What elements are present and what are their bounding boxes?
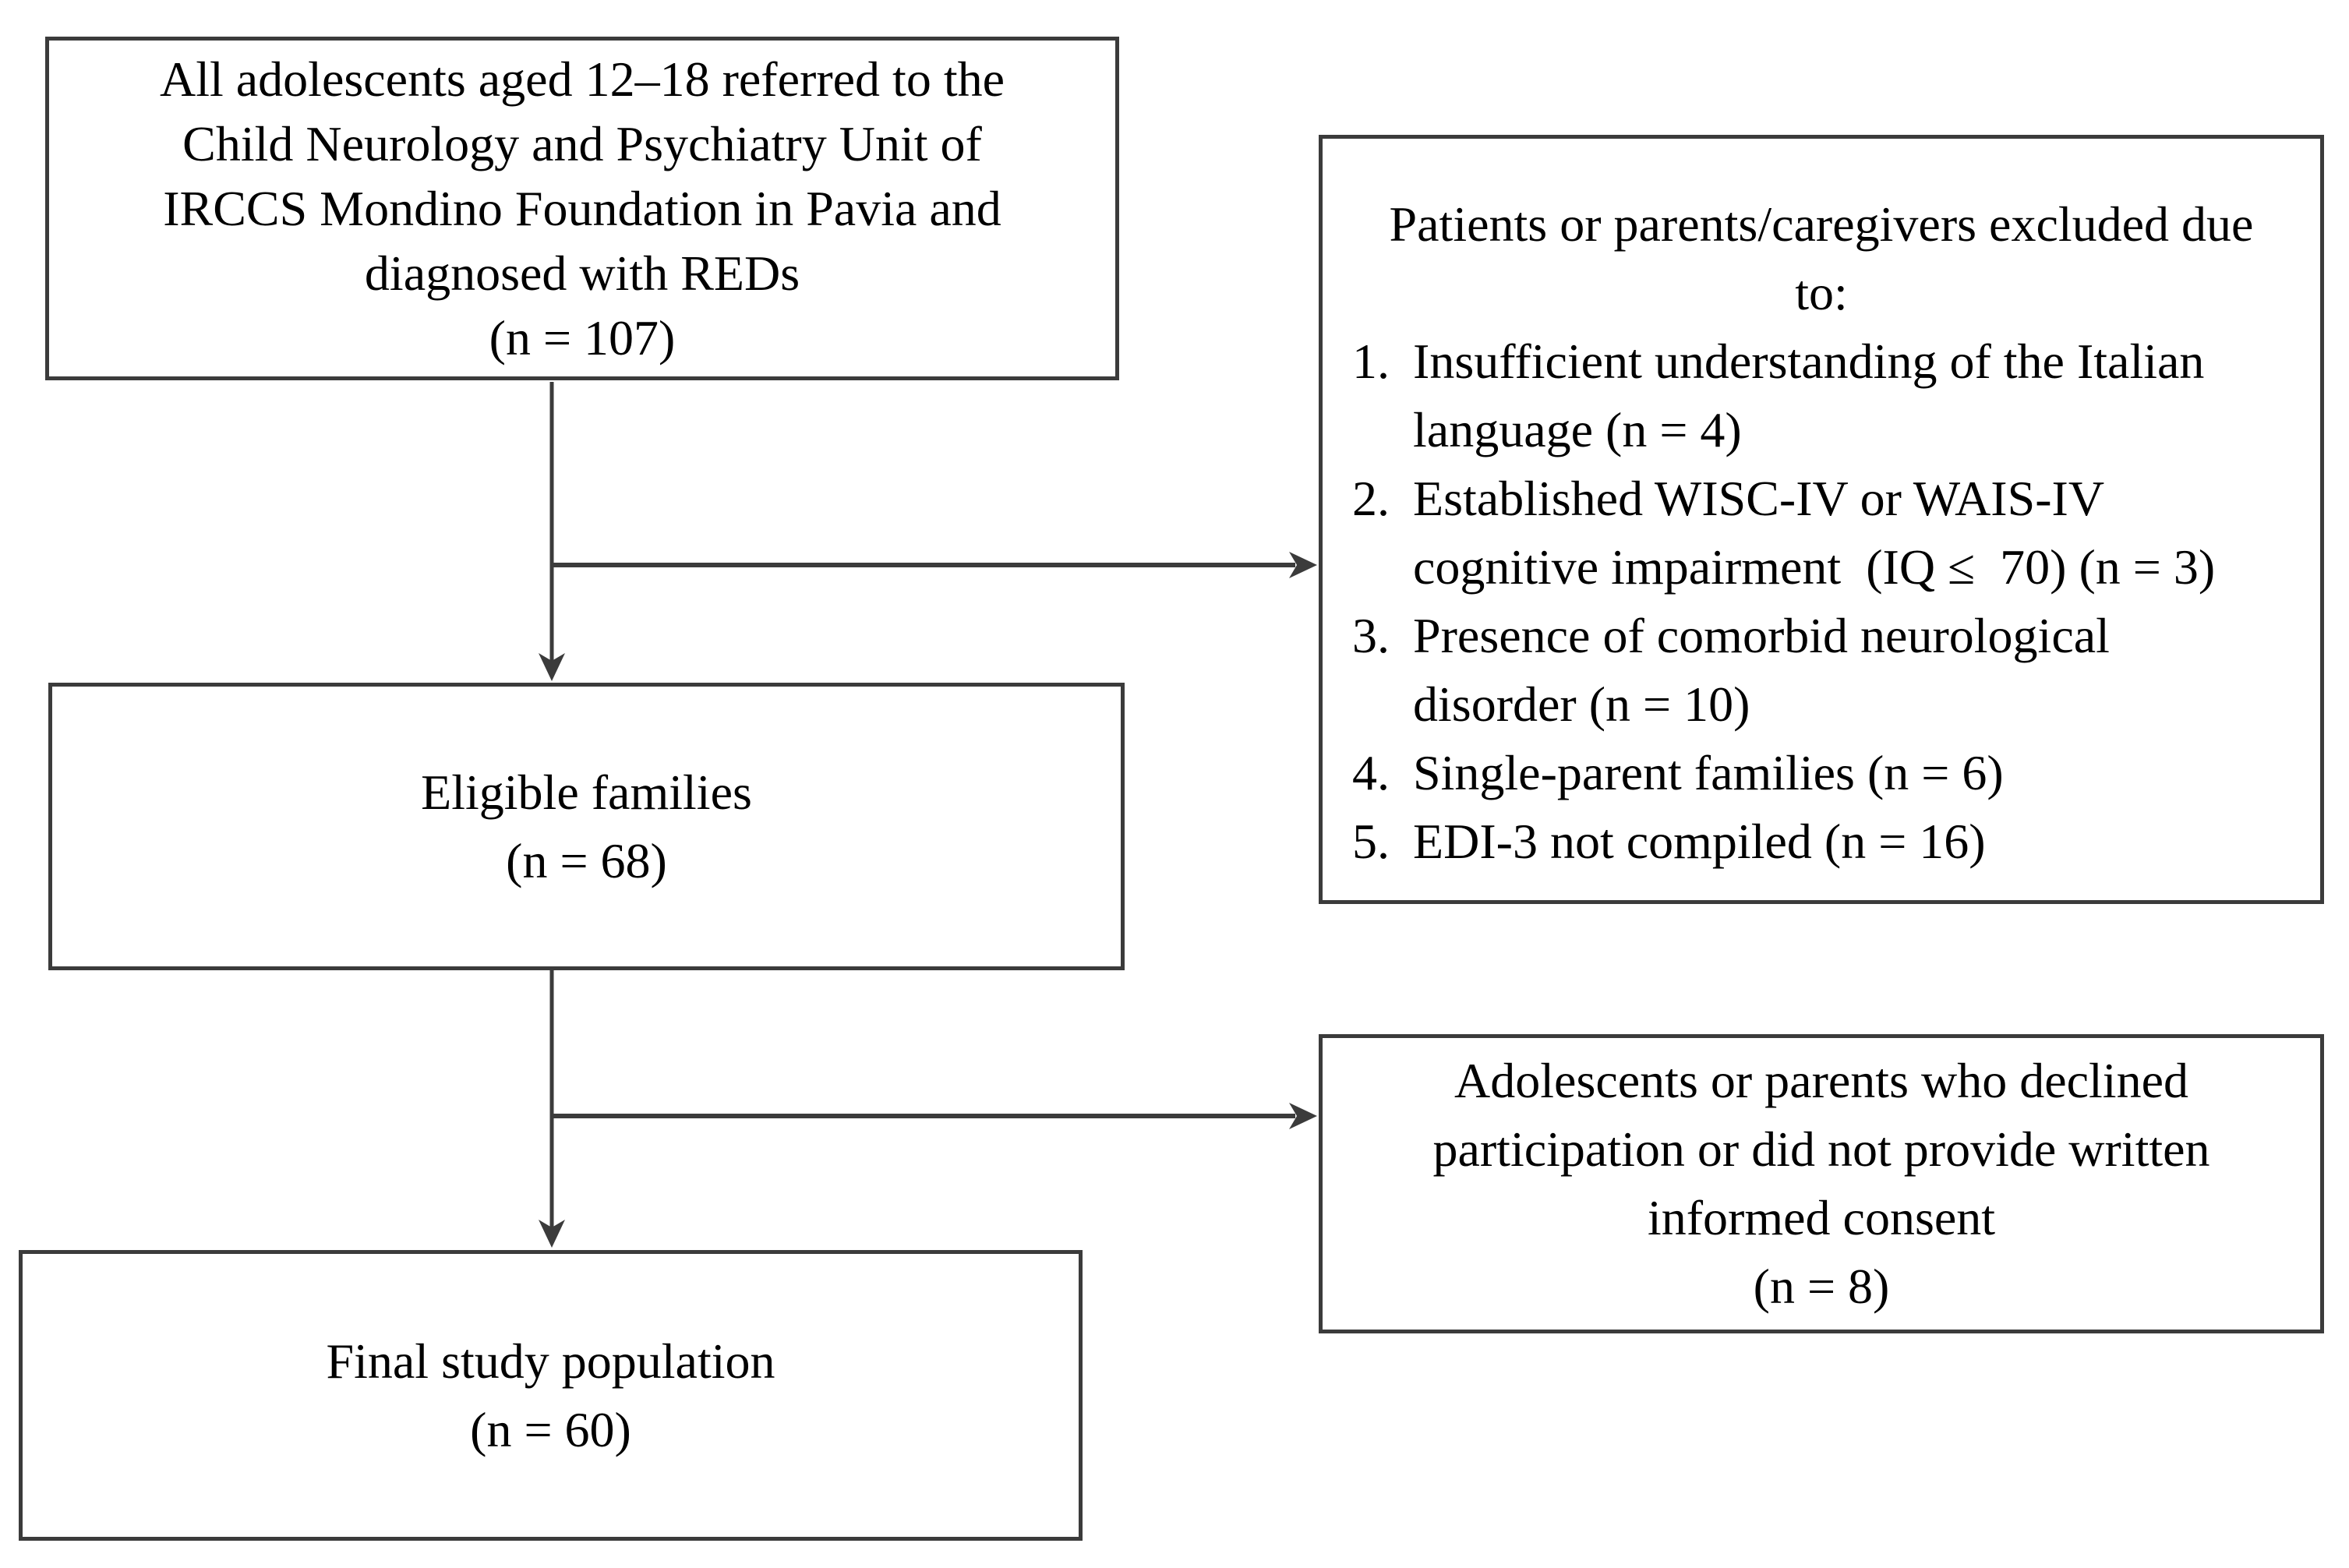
- excluded-item-text: Insufficient understanding of the Italia…: [1413, 327, 2320, 464]
- excluded-item: 5. EDI-3 not compiled (n = 16): [1352, 807, 2320, 876]
- box-final-population: Final study population (n = 60): [19, 1250, 1083, 1541]
- excluded-item-number: 5.: [1352, 814, 1390, 869]
- box-eligible-families: Eligible families (n = 68): [48, 683, 1125, 970]
- excluded-item-line: disorder (n = 10): [1413, 676, 1750, 732]
- referred-text-line: Child Neurology and Psychiatry Unit of: [182, 116, 982, 171]
- declined-text-line: participation or did not provide written: [1432, 1121, 2210, 1177]
- excluded-item-number: 2.: [1352, 471, 1390, 526]
- excluded-heading-line: to:: [1795, 265, 1848, 320]
- excluded-item-line: Presence of comorbid neurological: [1413, 608, 2110, 663]
- excluded-item-line: Single-parent families (n = 6): [1413, 745, 2004, 800]
- declined-count: (n = 8): [1753, 1259, 1890, 1314]
- arrow-to-declined-head: [1289, 1103, 1317, 1129]
- excluded-item-line: Established WISC-IV or WAIS-IV: [1413, 471, 2105, 526]
- excluded-item: 2. Established WISC-IV or WAIS-IV cognit…: [1352, 464, 2320, 602]
- excluded-item: 4. Single-parent families (n = 6): [1352, 739, 2320, 807]
- excluded-list: 1. Insufficient understanding of the Ita…: [1323, 327, 2320, 876]
- excluded-heading: Patients or parents/caregivers excluded …: [1323, 190, 2320, 327]
- declined-text-line: informed consent: [1647, 1190, 1996, 1245]
- excluded-heading-line: Patients or parents/caregivers excluded …: [1389, 196, 2254, 252]
- eligible-text-line: Eligible families: [421, 764, 752, 820]
- excluded-item-text: Presence of comorbid neurological disord…: [1413, 602, 2320, 739]
- excluded-item: 1. Insufficient understanding of the Ita…: [1352, 327, 2320, 464]
- excluded-item-text: EDI-3 not compiled (n = 16): [1413, 807, 2320, 876]
- referred-count: (n = 107): [489, 310, 676, 366]
- referred-text-line: diagnosed with REDs: [364, 245, 800, 301]
- excluded-item-line: language (n = 4): [1413, 402, 1742, 457]
- excluded-item-number: 3.: [1352, 608, 1390, 663]
- box-excluded-reasons: Patients or parents/caregivers excluded …: [1319, 135, 2324, 904]
- excluded-item-line: EDI-3 not compiled (n = 16): [1413, 814, 1986, 869]
- excluded-item-number: 4.: [1352, 745, 1390, 800]
- box-referred-population: All adolescents aged 12–18 referred to t…: [45, 37, 1119, 380]
- referred-text-line: IRCCS Mondino Foundation in Pavia and: [163, 181, 1001, 236]
- excluded-item-text: Established WISC-IV or WAIS-IV cognitive…: [1413, 464, 2320, 602]
- excluded-item-line: Insufficient understanding of the Italia…: [1413, 334, 2205, 389]
- arrow-to-excluded-head: [1289, 552, 1317, 578]
- excluded-item: 3. Presence of comorbid neurological dis…: [1352, 602, 2320, 739]
- referred-text-line: All adolescents aged 12–18 referred to t…: [159, 51, 1005, 107]
- arrow-referred-to-eligible-head: [539, 653, 565, 681]
- eligible-count: (n = 68): [506, 832, 667, 888]
- arrow-eligible-to-final-head: [539, 1220, 565, 1248]
- excluded-item-text: Single-parent families (n = 6): [1413, 739, 2320, 807]
- final-text-line: Final study population: [326, 1333, 775, 1389]
- final-count: (n = 60): [470, 1401, 631, 1457]
- box-declined-participation: Adolescents or parents who declined part…: [1319, 1034, 2324, 1333]
- excluded-item-line: cognitive impairment (IQ ≤ 70) (n = 3): [1413, 539, 2216, 595]
- excluded-item-number: 1.: [1352, 334, 1390, 389]
- declined-text-line: Adolescents or parents who declined: [1454, 1053, 2188, 1108]
